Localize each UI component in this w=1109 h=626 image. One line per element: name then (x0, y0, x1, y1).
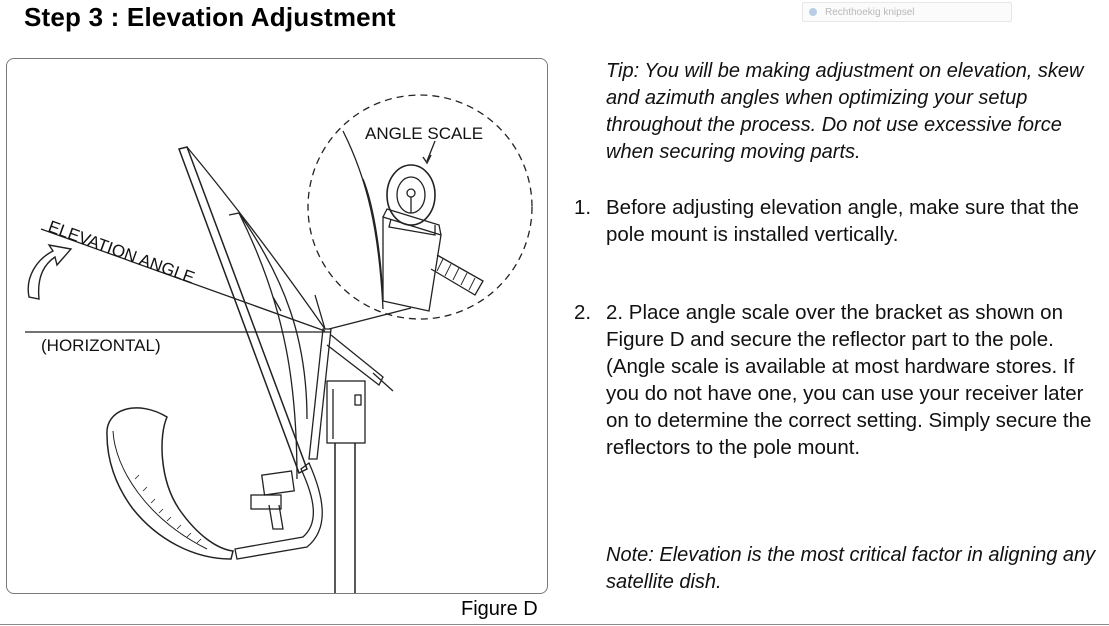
step-item-2: 2. 2. Place angle scale over the bracket… (574, 299, 1104, 461)
bottom-divider (0, 624, 1109, 625)
zoom-circle (307, 94, 533, 320)
figure-caption: Figure D (461, 598, 538, 620)
snip-button-label: Rechthoekig knipsel (825, 6, 915, 18)
step-number: 1. (574, 196, 592, 219)
angle-scale-label: ANGLE SCALE (365, 124, 483, 143)
page-title: Step 3 : Elevation Adjustment (24, 2, 396, 32)
secondary-reflector (106, 407, 234, 560)
snip-icon (809, 8, 817, 16)
step-text: Before adjusting elevation angle, make s… (606, 196, 1079, 246)
horizontal-label: (HORIZONTAL) (41, 336, 161, 355)
pole-mount (326, 380, 366, 444)
angle-scale-gauge (386, 164, 436, 226)
step-number: 2. (574, 301, 592, 324)
dish-reflector (178, 146, 308, 475)
rotation-arrow-icon (27, 244, 73, 300)
dish-diagram: ANGLE SCALE ELEVATION ANGLE (HORIZONTAL) (25, 94, 533, 593)
step-item-1: 1. Before adjusting elevation angle, mak… (574, 194, 1104, 248)
figure-d-frame: ANGLE SCALE ELEVATION ANGLE (HORIZONTAL) (6, 58, 548, 594)
step-text: 2. Place angle scale over the bracket as… (606, 301, 1092, 459)
note-text: Note: Elevation is the most critical fac… (606, 544, 1096, 593)
tip-text: Tip: You will be making adjustment on el… (606, 60, 1084, 163)
snip-button[interactable]: Rechthoekig knipsel (802, 2, 1012, 22)
